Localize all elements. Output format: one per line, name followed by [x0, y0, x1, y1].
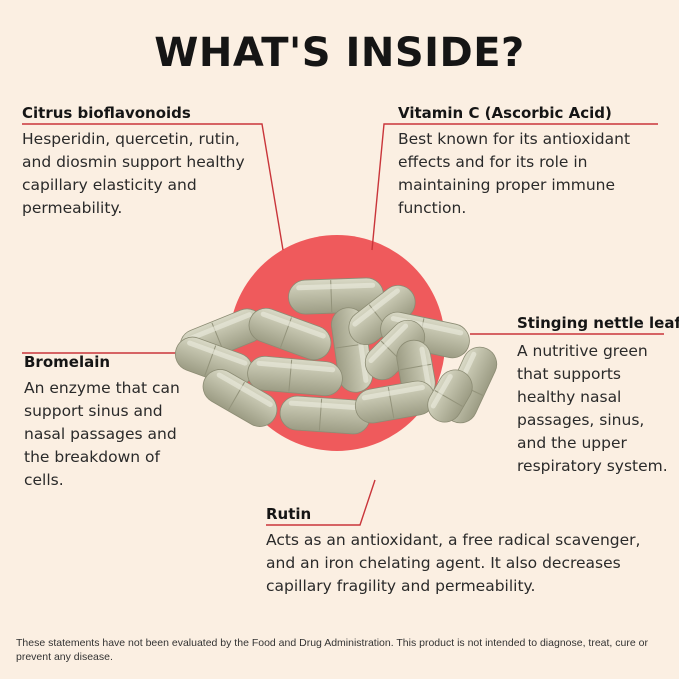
- capsule: [202, 369, 278, 427]
- bromelain-line: support sinus and: [24, 402, 163, 420]
- vitamin-c-line: effects and for its role in: [398, 153, 588, 171]
- rutin-line: and an iron chelating agent. It also dec…: [266, 554, 621, 572]
- nettle-line: A nutritive green: [517, 342, 648, 360]
- bromelain-description: An enzyme that can support sinus and nas…: [24, 377, 180, 492]
- nettle-line: respiratory system.: [517, 457, 668, 475]
- rutin-line: Acts as an antioxidant, a free radical s…: [266, 531, 641, 549]
- rutin-line: capillary fragility and permeability.: [266, 577, 536, 595]
- capsule: [279, 395, 371, 435]
- citrus-heading: Citrus bioflavonoids: [22, 104, 191, 122]
- rutin-heading: Rutin: [266, 505, 312, 523]
- nettle-line: healthy nasal: [517, 388, 622, 406]
- capsule: [247, 355, 343, 397]
- rutin-description: Acts as an antioxidant, a free radical s…: [266, 529, 640, 598]
- citrus-line: Hesperidin, quercetin, rutin,: [22, 130, 240, 148]
- citrus-line: permeability.: [22, 199, 123, 217]
- bromelain-line: cells.: [24, 471, 64, 489]
- citrus-line: capillary elasticity and: [22, 176, 197, 194]
- vitamin-c-line: maintaining proper immune: [398, 176, 616, 194]
- nettle-line: that supports: [517, 365, 621, 383]
- nettle-line: and the upper: [517, 434, 627, 452]
- vitamin-c-description: Best known for its antioxidant effects a…: [398, 128, 630, 220]
- citrus-description: Hesperidin, quercetin, rutin, and diosmi…: [22, 128, 245, 220]
- vitamin-c-line: function.: [398, 199, 467, 217]
- citrus-line: and diosmin support healthy: [22, 153, 245, 171]
- capsule: [354, 380, 436, 424]
- bromelain-line: the breakdown of: [24, 448, 160, 466]
- bromelain-line: An enzyme that can: [24, 379, 180, 397]
- vitamin-c-heading: Vitamin C (Ascorbic Acid): [398, 104, 612, 122]
- nettle-heading: Stinging nettle leaf: [517, 314, 679, 332]
- capsule: [427, 369, 473, 423]
- capsule-pile: [174, 277, 498, 435]
- fda-disclaimer: These statements have not been evaluated…: [16, 637, 648, 663]
- nettle-line: passages, sinus,: [517, 411, 645, 429]
- vitamin-c-line: Best known for its antioxidant: [398, 130, 631, 148]
- nettle-description: A nutritive green that supports healthy …: [517, 340, 668, 478]
- page-title: WHAT'S INSIDE?: [154, 30, 525, 76]
- capsule: [248, 307, 332, 361]
- bromelain-line: nasal passages and: [24, 425, 177, 443]
- bromelain-heading: Bromelain: [24, 353, 111, 371]
- leader-lines: [22, 123, 664, 526]
